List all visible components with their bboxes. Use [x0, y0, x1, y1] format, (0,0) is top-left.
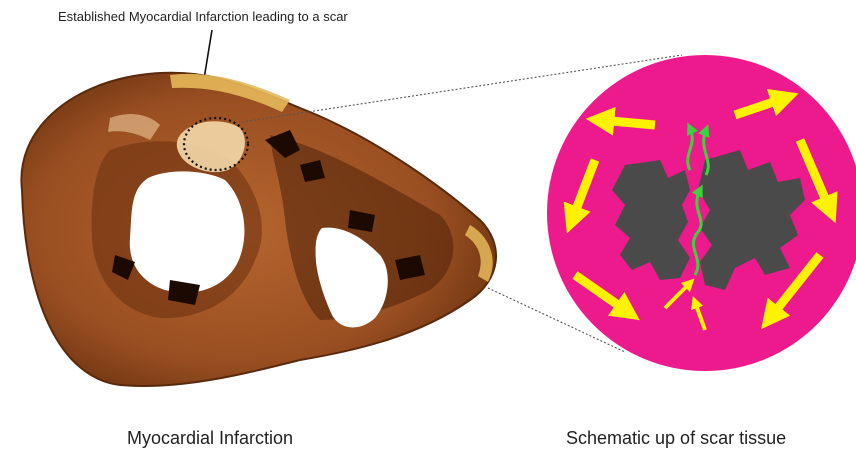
caption-myocardial-infarction: Myocardial Infarction	[127, 428, 293, 449]
yellow-arrow	[600, 120, 655, 125]
infarction-annotation-label: Established Myocardial Infarction leadin…	[58, 9, 348, 24]
left-ventricle-cavity	[130, 171, 245, 292]
caption-schematic: Schematic up of scar tissue	[566, 428, 786, 449]
scar-schematic	[547, 55, 856, 371]
